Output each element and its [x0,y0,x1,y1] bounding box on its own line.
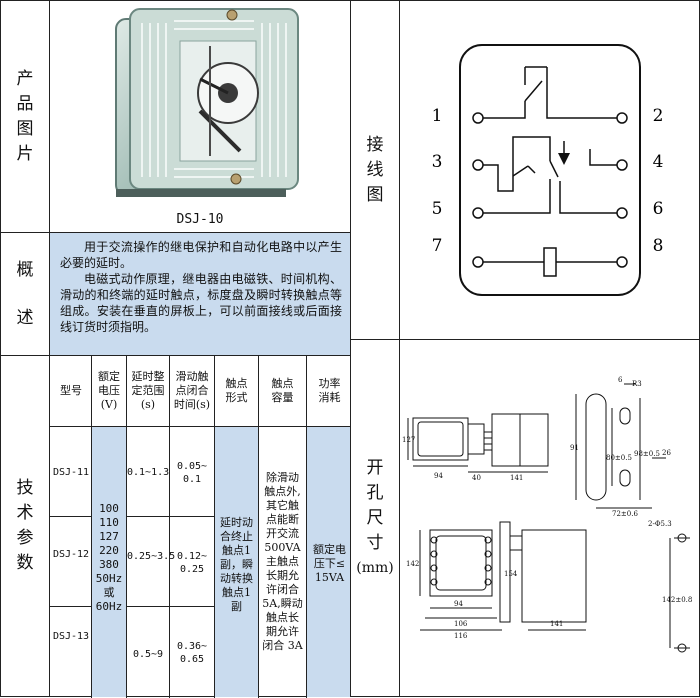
header-model: 型号 [60,384,82,397]
delay-range-3: 0.5~9 [132,649,164,660]
dim-142b: 142±0.8 [662,596,692,604]
terminal-6: 6 [653,199,664,219]
delay-range-2: 0.25~3.5 [127,551,176,562]
delay-range-1: 0.1~1.3 [127,467,170,478]
terminal-3: 3 [432,152,443,172]
dim-91: 91 [570,444,579,452]
slide-time-2: 0.12~ 0.25 [176,551,208,575]
power-text: 额定电 压下≤ 15VA [313,543,346,584]
dim-r3: R3 [632,380,642,388]
terminal-8: 8 [653,236,664,256]
dim-40: 40 [472,474,481,482]
terminal-5: 5 [432,199,443,219]
dim-98: 98±0.5 [634,450,660,458]
tech-params-table: 型号 额定电压(V) 延时整定范围(s) 滑动触点闭合时间(s) 触点形式 触点… [49,355,352,698]
slide-time-1: 0.05~ 0.1 [176,461,208,485]
voltage-column-bg [92,426,126,697]
dim-142: 142 [406,560,419,568]
header-power: 功率消耗 [318,377,341,404]
model-dsj-13: DSJ-13 [52,631,90,642]
power-column-bg [306,426,351,697]
dim-holes: 2-Φ5.3 [648,520,672,528]
dim-6: 6 [618,376,623,384]
relay-product-image [115,8,299,197]
dim-141-top: 141 [510,474,523,482]
overview-text: 用于交流操作的继电保护和自动化电路中以产生必要的延时。 电磁式动作原理，继电器由… [60,239,342,335]
dim-94-top: 94 [434,472,443,480]
terminal-1: 1 [432,106,443,126]
wiring-diagram-cell: 1 2 3 4 5 6 7 8 [399,0,700,340]
wiring-row-label: 接 线 图 [350,0,400,340]
contact-form-text: 延时动 合终止 触点1 副，瞬 动转换 触点1 副 [220,516,253,613]
dimension-drawing: 127 94 40 141 6 R3 91 80±0.5 98±0.5 26 7… [402,376,692,653]
dim-94-bot: 94 [454,600,463,608]
terminal-2: 2 [653,106,664,126]
header-delay-range: 延时整定范围(s) [131,370,165,411]
dim-106: 106 [454,620,468,628]
contact-capacity-text: 除滑动 触点外, 其它触 点能断 开交流 500VA 主触点 长期允 许闭合 5… [262,471,303,652]
header-contact-capacity: 触点容量 [271,377,294,404]
slide-time-3: 0.36~ 0.65 [176,641,208,665]
cutout-row-label: 开 孔 尺 寸 (mm) [350,339,400,697]
overview-paragraph-1: 用于交流操作的继电保护和自动化电路中以产生必要的延时。 [60,240,342,270]
overview-paragraph-2: 电磁式动作原理，继电器由电磁铁、时间机构、滑动的和终端的延时触点，标度盘及瞬时转… [60,272,342,334]
terminal-4: 4 [653,152,664,172]
header-voltage: 额定电压(V) [98,370,120,411]
overview-text-cell: 用于交流操作的继电保护和自动化电路中以产生必要的延时。 电磁式动作原理，继电器由… [49,232,351,356]
header-contact-form: 触点形式 [225,377,248,404]
dim-116: 116 [454,632,468,640]
product-photo-cell: DSJ-10 [49,0,351,233]
overview-row-label: 概 述 [0,232,50,356]
product-caption: DSJ-10 [176,212,224,227]
voltage-values: 100 110 127 220 380 50Hz 或 60Hz [95,502,123,613]
header-slide-time: 滑动触点闭合时间(s) [173,370,211,411]
dim-154: 154 [504,570,518,578]
cutout-drawing-cell: 127 94 40 141 6 R3 91 80±0.5 98±0.5 26 7… [399,339,700,697]
dim-72: 72±0.6 [612,510,638,518]
wiring-diagram: 1 2 3 4 5 6 7 8 [432,44,664,296]
model-dsj-11: DSJ-11 [52,467,90,478]
dim-26: 26 [662,449,671,457]
dim-80: 80±0.5 [606,454,632,462]
model-dsj-12: DSJ-12 [52,549,90,560]
dim-127: 127 [402,436,415,444]
dim-141-bot: 141 [550,620,563,628]
contact-form-column-bg [214,426,258,697]
terminal-7: 7 [432,236,443,256]
photo-row-label: 产 品 图 片 [0,0,50,233]
tech-params-label: 技 术 参 数 [0,355,50,697]
